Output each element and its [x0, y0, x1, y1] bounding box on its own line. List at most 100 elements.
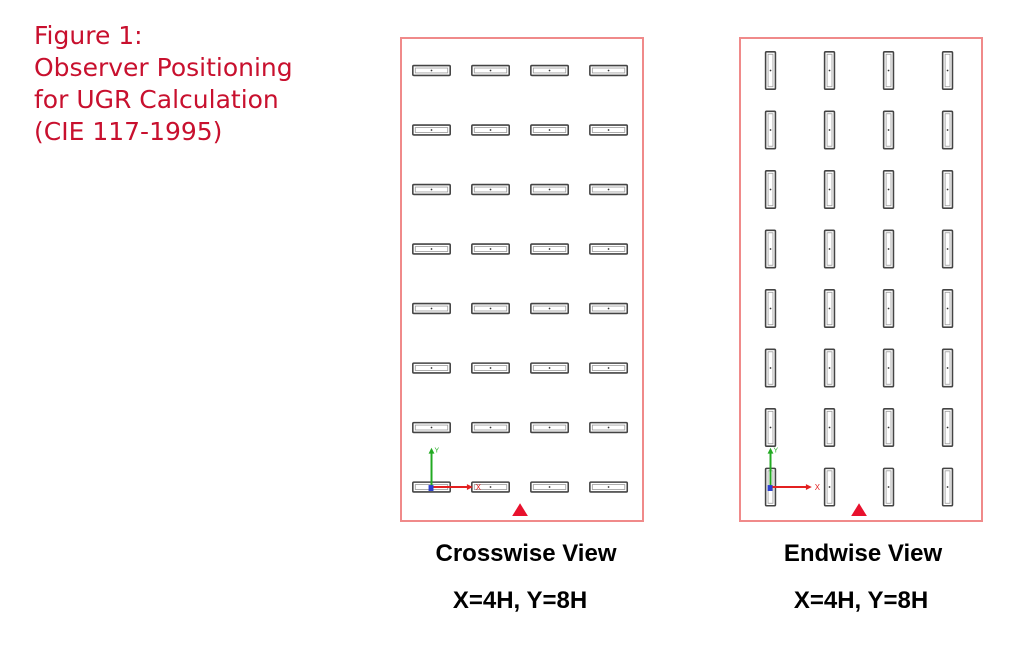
luminaire-inner: [591, 365, 626, 371]
luminaire-center: [489, 129, 492, 131]
luminaire-center: [828, 307, 831, 310]
luminaire-center: [769, 69, 772, 72]
luminaire: [589, 362, 629, 374]
luminaire-center: [828, 248, 831, 250]
figure-title: Figure 1: Observer Positioning for UGR C…: [34, 20, 374, 148]
luminaire-center: [489, 486, 492, 488]
endwise-dimensions: X=4H, Y=8H: [793, 587, 929, 614]
luminaire: [764, 289, 777, 328]
luminaire-inner: [767, 172, 774, 207]
luminaire: [471, 421, 510, 434]
luminaire: [764, 110, 777, 150]
luminaire-center: [769, 129, 772, 131]
luminaire-center: [489, 367, 492, 369]
observer-position-marker: [512, 503, 528, 517]
luminaire: [589, 481, 629, 493]
luminaire-center: [828, 426, 831, 429]
luminaire-inner: [591, 424, 626, 431]
luminaire-center: [548, 486, 551, 488]
luminaire-inner: [473, 365, 508, 371]
luminaire-inner: [944, 232, 951, 266]
luminaire-inner: [414, 67, 449, 74]
luminaire-inner: [885, 291, 892, 326]
luminaire: [589, 421, 629, 434]
luminaire-center: [887, 307, 890, 310]
luminaire-inner: [591, 484, 626, 490]
luminaire-center: [769, 367, 772, 369]
luminaire-center: [946, 188, 949, 191]
luminaire: [941, 229, 954, 269]
luminaire: [589, 302, 629, 315]
luminaire: [412, 183, 451, 196]
luminaire-inner: [473, 424, 508, 431]
luminaire-center: [769, 307, 772, 310]
luminaire-center: [946, 248, 949, 250]
luminaire-center: [430, 367, 433, 369]
luminaire-center: [946, 426, 949, 429]
luminaire-center: [887, 69, 890, 72]
origin-marker: [767, 485, 773, 491]
luminaire: [530, 481, 570, 493]
luminaire-inner: [532, 67, 567, 74]
luminaire-inner: [767, 113, 774, 147]
origin-marker: [428, 485, 434, 491]
luminaire: [589, 183, 629, 196]
luminaire-center: [430, 426, 433, 429]
figure-title-line: for UGR Calculation: [34, 85, 279, 114]
luminaire: [882, 51, 895, 90]
luminaire-center: [548, 426, 551, 429]
luminaire: [589, 243, 629, 255]
luminaire-center: [489, 188, 492, 191]
luminaire: [530, 362, 570, 374]
luminaire-inner: [414, 186, 449, 193]
luminaire-inner: [767, 351, 774, 385]
observer-position-marker: [851, 503, 867, 517]
luminaire-inner: [591, 246, 626, 252]
luminaire-inner: [532, 305, 567, 312]
luminaire-center: [887, 129, 890, 131]
luminaire-center: [430, 188, 433, 191]
luminaire-inner: [414, 365, 449, 371]
luminaire-inner: [532, 127, 567, 133]
luminaire-center: [607, 129, 610, 131]
luminaire-inner: [885, 232, 892, 266]
luminaire-inner: [885, 53, 892, 88]
luminaire-inner: [473, 186, 508, 193]
luminaire-inner: [767, 291, 774, 326]
luminaire-center: [946, 307, 949, 310]
luminaire-inner: [885, 410, 892, 445]
luminaire-center: [828, 69, 831, 72]
luminaire: [941, 110, 954, 150]
luminaire-inner: [944, 113, 951, 147]
luminaire-center: [548, 307, 551, 310]
figure-title-line: Figure 1:: [34, 21, 143, 50]
x-axis-label: X: [476, 483, 482, 492]
crosswise-luminaire-layout: YX: [412, 64, 629, 517]
luminaire: [941, 289, 954, 328]
luminaire: [530, 183, 570, 196]
luminaire: [941, 408, 954, 448]
luminaire: [941, 170, 954, 209]
crosswise-view-label: Crosswise View: [435, 540, 617, 567]
luminaire: [471, 64, 510, 77]
luminaire: [530, 64, 570, 77]
luminaire-inner: [885, 113, 892, 147]
luminaire: [823, 348, 836, 388]
luminaire: [471, 362, 510, 374]
luminaire-inner: [826, 172, 833, 207]
luminaire: [764, 348, 777, 388]
luminaire: [823, 110, 836, 150]
luminaire-inner: [826, 291, 833, 326]
luminaire-center: [607, 69, 610, 72]
luminaire-center: [769, 426, 772, 429]
endwise-luminaire-layout: YX: [764, 51, 954, 517]
coordinate-axes-icon: YX: [428, 448, 482, 492]
luminaire-center: [548, 69, 551, 72]
luminaire-center: [946, 69, 949, 72]
luminaire: [530, 124, 570, 136]
luminaire-inner: [414, 127, 449, 133]
luminaire: [823, 289, 836, 328]
luminaire: [530, 421, 570, 434]
luminaire: [823, 51, 836, 90]
